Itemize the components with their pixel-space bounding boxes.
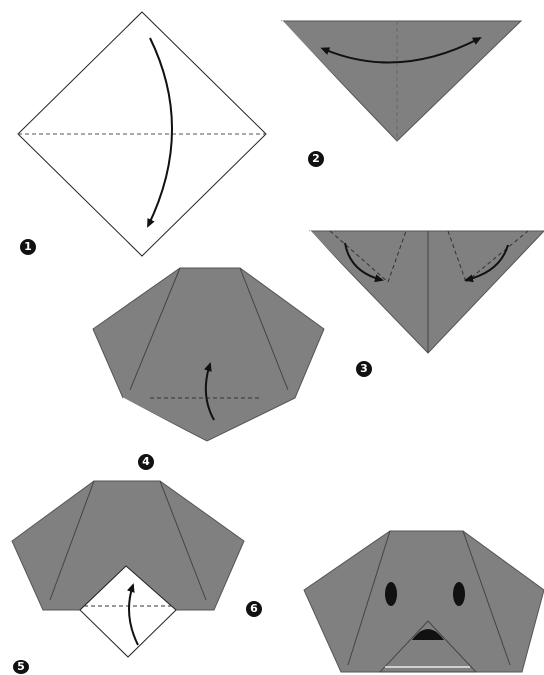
step-2-diagram [282,21,521,141]
right-eye [453,582,465,606]
step-6-diagram [304,531,544,672]
step-6-number: 6 [246,601,262,617]
step-5-diagram [12,481,244,657]
step-3-number: 3 [356,361,372,377]
step-1-diagram [18,12,266,256]
step-5-number: 5 [13,660,29,674]
step-3-diagram [310,231,544,353]
step-1-number: 1 [20,239,36,255]
step-4-diagram [93,268,324,441]
step-2-number: 2 [308,151,324,167]
step-4-number: 4 [138,454,154,470]
left-eye [385,582,397,606]
